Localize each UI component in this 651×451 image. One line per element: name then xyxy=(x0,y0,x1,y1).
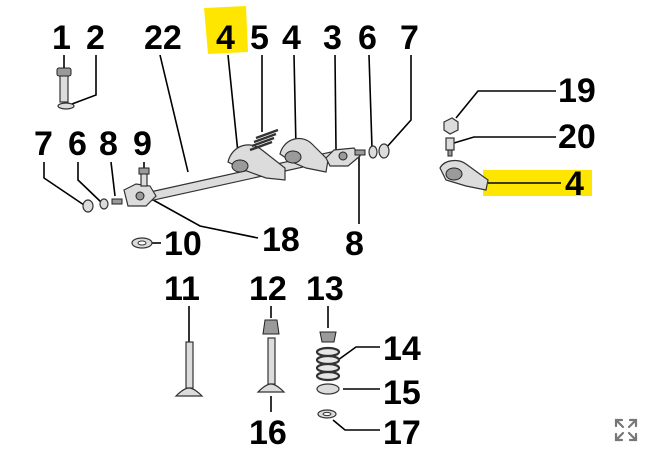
part-1-bolt xyxy=(56,67,72,103)
part-6-washer-left xyxy=(99,198,109,210)
label-12: 12 xyxy=(249,270,287,308)
part-6-washer-right xyxy=(368,145,378,159)
label-2: 2 xyxy=(86,19,105,57)
highlight-top-4 xyxy=(204,6,248,54)
label-9: 9 xyxy=(133,125,152,163)
part-2-washer xyxy=(57,102,75,110)
label-4-highlighted: 4 xyxy=(216,19,235,57)
label-6: 6 xyxy=(358,19,377,57)
label-20: 20 xyxy=(558,118,596,156)
part-13-retainer xyxy=(319,331,337,343)
label-14: 14 xyxy=(383,330,421,368)
part-10-washer xyxy=(131,237,153,249)
label-10: 10 xyxy=(164,225,202,263)
part-20-adjuster-screw xyxy=(445,137,455,157)
part-16-valve xyxy=(256,337,286,393)
part-3-support xyxy=(325,147,361,167)
label-22: 22 xyxy=(144,19,182,57)
part-12-collet xyxy=(262,319,280,335)
part-17-seal xyxy=(317,409,337,419)
label-16: 16 xyxy=(249,414,287,451)
part-9-screw xyxy=(138,167,150,187)
label-18: 18 xyxy=(262,221,300,259)
part-7-washer-left xyxy=(82,199,94,213)
label-11: 11 xyxy=(164,270,200,308)
label-17: 17 xyxy=(383,414,421,451)
label-4-right-highlighted: 4 xyxy=(565,165,584,203)
label-1: 1 xyxy=(52,19,71,57)
label-7-left: 7 xyxy=(34,125,53,163)
part-4-rocker-arm-b xyxy=(279,137,329,173)
part-19-nut xyxy=(443,117,459,135)
label-5: 5 xyxy=(250,19,269,57)
leader-lines xyxy=(43,54,561,431)
expand-icon[interactable] xyxy=(611,415,641,445)
part-14-valve-springs xyxy=(315,346,341,382)
label-13: 13 xyxy=(306,270,344,308)
label-8-mid: 8 xyxy=(345,225,364,263)
label-7: 7 xyxy=(400,19,419,57)
label-4: 4 xyxy=(282,19,301,57)
part-4-rocker-arm-a xyxy=(227,144,286,181)
part-11-valve xyxy=(174,341,204,397)
part-8-pin-left xyxy=(111,198,123,205)
part-5-spring xyxy=(249,128,279,152)
part-8-pin-right xyxy=(354,149,366,156)
part-4-rocker-arm-single xyxy=(439,159,489,191)
part-7-washer-right xyxy=(378,143,390,159)
label-19: 19 xyxy=(558,72,596,110)
part-18-bracket xyxy=(123,183,157,207)
label-8-left: 8 xyxy=(99,125,118,163)
label-3: 3 xyxy=(323,19,342,57)
part-15-spring-seat xyxy=(316,383,340,395)
expand-arrows-icon xyxy=(614,418,638,442)
label-15: 15 xyxy=(383,374,421,412)
label-6-left: 6 xyxy=(68,125,87,163)
